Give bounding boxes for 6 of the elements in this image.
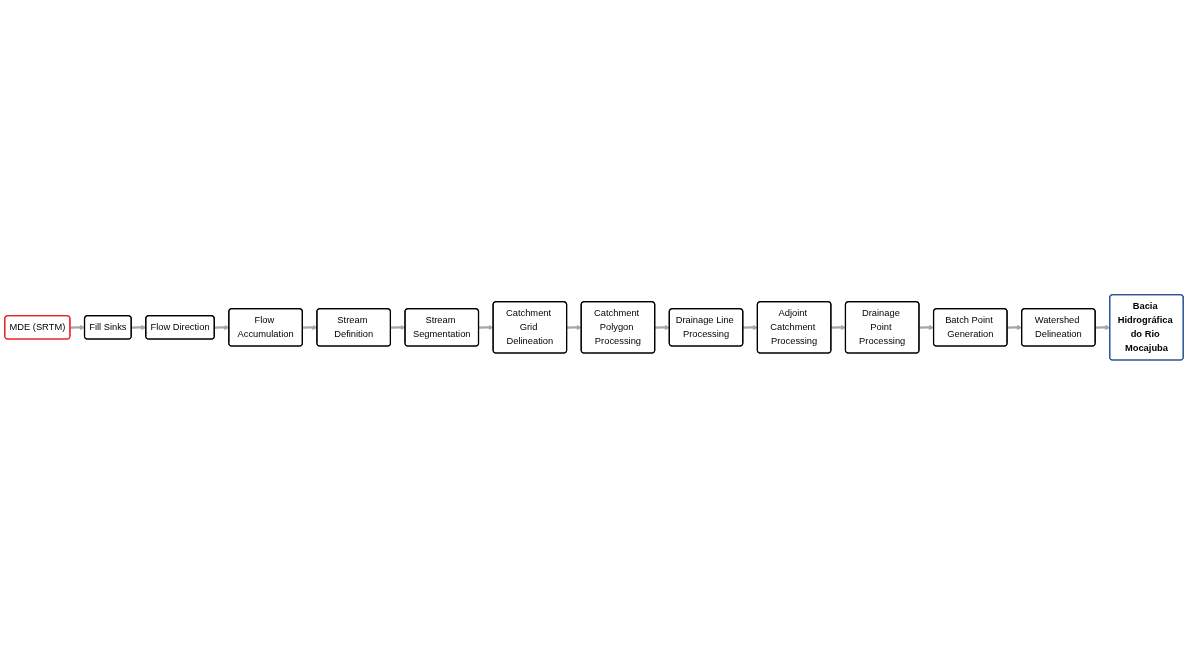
arrow	[743, 324, 758, 330]
arrow	[478, 324, 494, 330]
arrow	[831, 324, 846, 330]
arrow	[390, 324, 406, 330]
arrow	[566, 324, 582, 330]
arrow	[654, 324, 670, 330]
